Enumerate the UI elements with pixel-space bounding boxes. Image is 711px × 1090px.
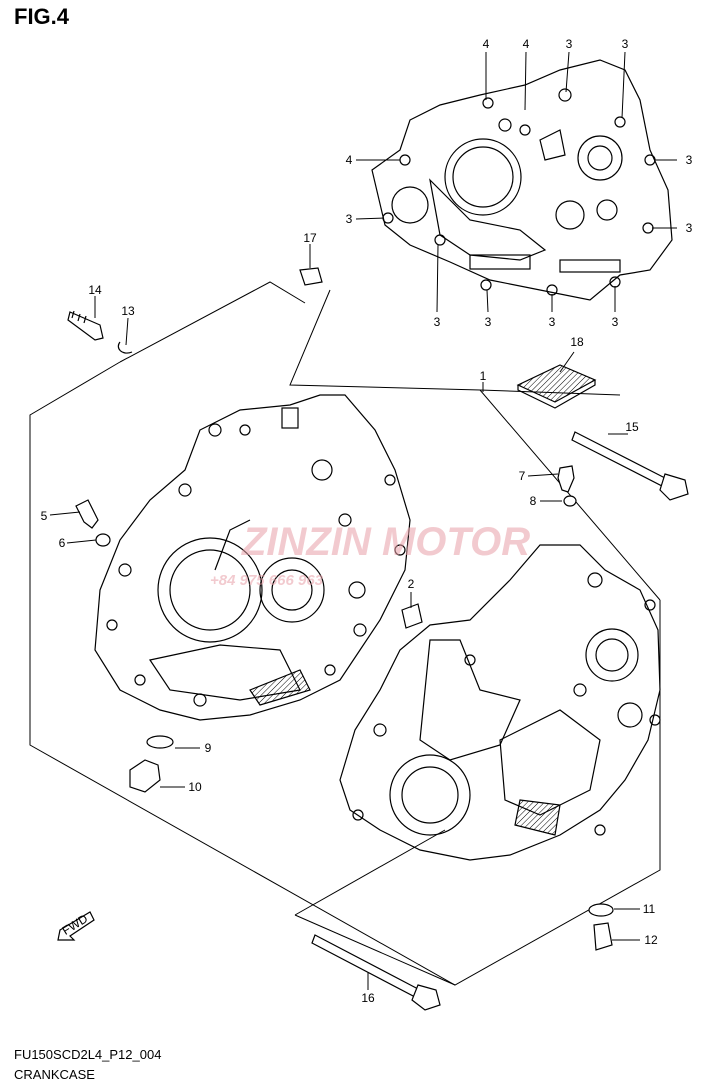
bolt-15 [571, 431, 689, 501]
gasket-11 [588, 903, 614, 917]
leader-lines [49, 51, 677, 990]
nut-17 [299, 267, 323, 286]
plate-18 [516, 364, 597, 409]
footer-name: CRANKCASE [14, 1067, 95, 1082]
callout-label: 17 [303, 231, 317, 245]
callout-label: 3 [686, 221, 693, 235]
callout-label: 16 [361, 991, 375, 1005]
stud-bolt-14 [67, 310, 104, 341]
callout-label: 13 [121, 304, 135, 318]
callout-label: 9 [205, 741, 212, 755]
bolt-5 [75, 499, 99, 529]
watermark-brand: ZINZIN MOTOR [241, 520, 530, 564]
callout-label: 18 [570, 335, 584, 349]
watermark-phone: +84 975 666 963 [210, 572, 324, 589]
callout-label: 3 [485, 315, 492, 329]
callout-label: 3 [549, 315, 556, 329]
callout-label: 11 [643, 902, 656, 916]
callout-label: 4 [483, 37, 490, 51]
callout-label: 15 [625, 420, 639, 434]
crankcase-right-half [339, 544, 661, 861]
callout-label: 3 [686, 153, 693, 167]
callout-label: 7 [519, 469, 526, 483]
callout-label: 6 [59, 536, 66, 550]
figure-title: FIG.4 [14, 4, 70, 29]
callout-label: 3 [346, 212, 353, 226]
gasket-9 [146, 735, 174, 749]
drain-bolt-10 [129, 759, 161, 793]
fwd-arrow-icon [57, 911, 95, 941]
callout-label: 14 [88, 283, 102, 297]
callout-label: 8 [530, 494, 537, 508]
callout-label: 2 [408, 577, 415, 591]
clip-13 [117, 341, 133, 354]
callout-label: 1 [480, 369, 487, 383]
callout-labels: 4 4 3 3 4 3 3 3 3 3 3 3 17 14 13 18 1 15… [41, 37, 693, 1005]
washer-8 [563, 495, 577, 507]
bolt-16 [311, 934, 441, 1011]
callout-label: 4 [523, 37, 530, 51]
crankcase-left-half [94, 394, 411, 721]
callout-label: 4 [346, 153, 353, 167]
crankcase-inset-view [371, 59, 673, 301]
bolt-7 [557, 465, 575, 493]
assembly-outline [29, 281, 661, 986]
callout-label: 12 [644, 933, 658, 947]
washer-6 [95, 533, 111, 547]
watermark: ZINZIN MOTOR +84 975 666 963 [210, 520, 530, 589]
callout-label: 3 [566, 37, 573, 51]
callout-label: 3 [622, 37, 629, 51]
callout-label: 10 [188, 780, 202, 794]
dowel-pin-2 [401, 603, 423, 629]
callout-label: 3 [612, 315, 619, 329]
callout-label: 5 [41, 509, 48, 523]
small-parts [57, 267, 689, 1011]
footer-code: FU150SCD2L4_P12_004 [14, 1047, 162, 1062]
plug-12 [593, 922, 613, 951]
callout-label: 3 [434, 315, 441, 329]
